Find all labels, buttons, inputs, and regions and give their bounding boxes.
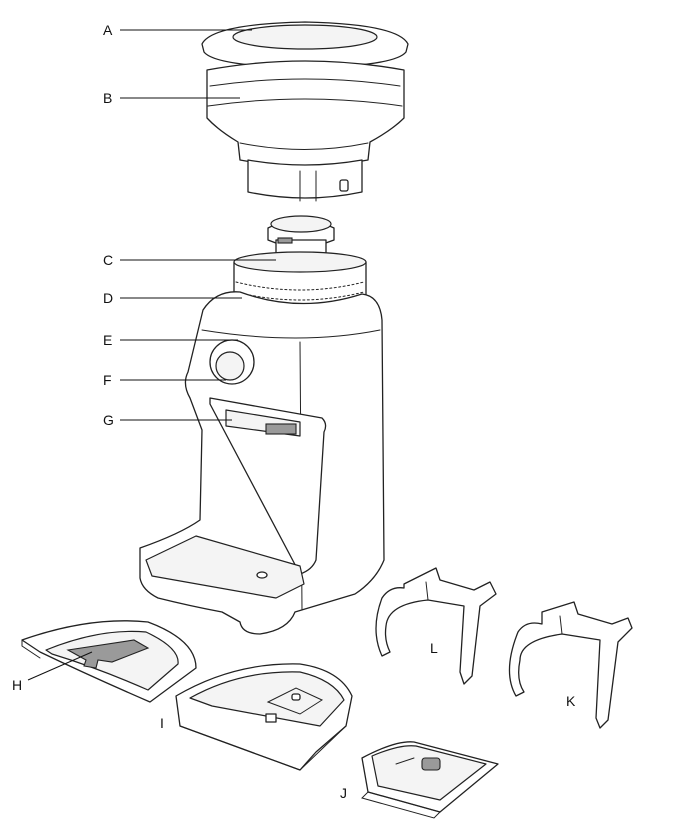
leader-lines: [27, 29, 276, 681]
callout-l: L: [430, 640, 438, 656]
part-grinder-body: [139, 291, 385, 635]
callout-b: B: [103, 90, 112, 106]
part-portafilter-cradle-small: [375, 567, 497, 685]
part-grinds-tray: [21, 620, 197, 703]
callout-c: C: [103, 252, 113, 268]
callout-g: G: [103, 412, 114, 428]
callout-labels: A B C D E F G H I J K L: [12, 22, 576, 801]
callout-a: A: [103, 22, 113, 38]
callout-d: D: [103, 290, 113, 306]
part-portafilter-cradle-large: [508, 601, 633, 729]
callout-h: H: [12, 677, 22, 693]
part-cradle-tray: [175, 663, 353, 771]
callout-j: J: [340, 785, 347, 801]
callout-i: I: [160, 715, 164, 731]
callout-e: E: [103, 332, 112, 348]
part-bean-hopper: [206, 60, 405, 202]
leader-h: [27, 651, 93, 681]
callout-f: F: [103, 372, 112, 388]
part-dosing-slider: [361, 741, 499, 819]
part-grinder-collar: [233, 251, 367, 310]
callout-k: K: [566, 693, 576, 709]
part-hopper-lid: [201, 21, 409, 69]
